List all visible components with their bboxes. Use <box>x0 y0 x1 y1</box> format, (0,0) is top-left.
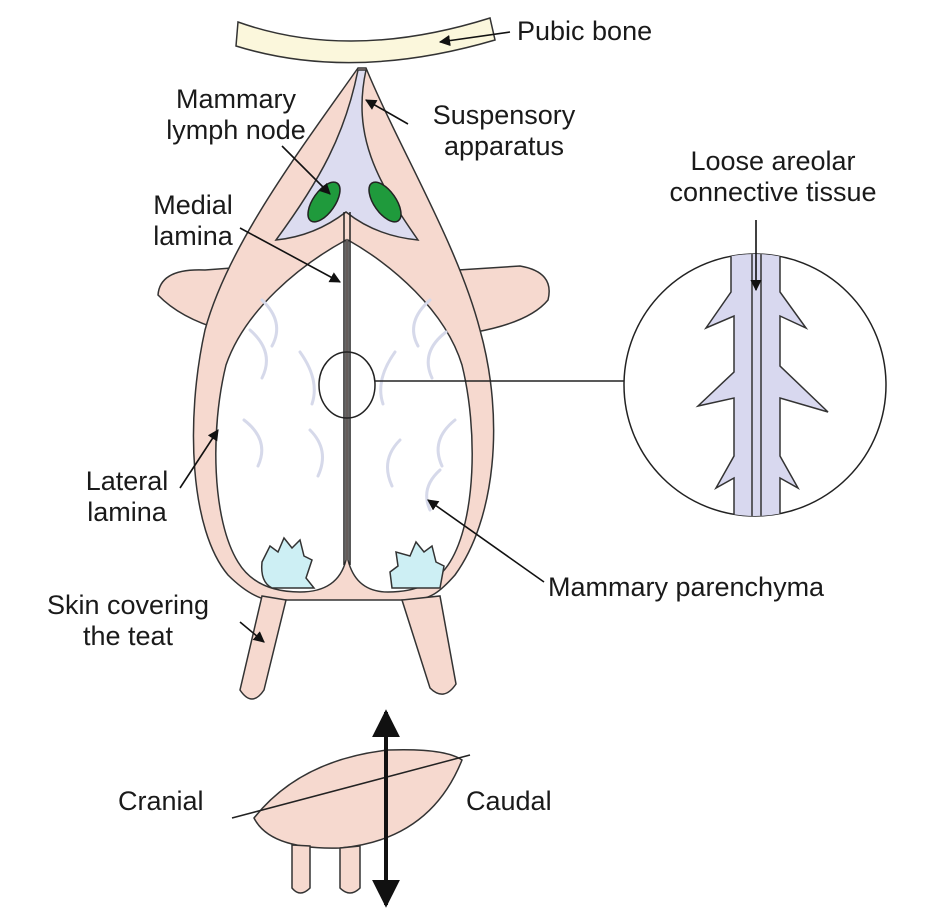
label-mammary-parenchyma: Mammary parenchyma <box>548 572 824 603</box>
label-caudal: Caudal <box>466 786 552 817</box>
label-mammary-lymph-node: Mammary lymph node <box>145 84 327 146</box>
label-skin-covering-the-teat: Skin covering the teat <box>10 590 246 652</box>
label-lateral-lamina: Lateral lamina <box>62 466 192 528</box>
label-pubic-bone: Pubic bone <box>517 16 652 47</box>
label-loose-areolar-connective-tissue: Loose areolar connective tissue <box>640 146 906 208</box>
magnified-view <box>624 240 886 530</box>
label-suspensory-apparatus: Suspensory apparatus <box>404 100 604 162</box>
label-medial-lamina: Medial lamina <box>128 190 258 252</box>
teats <box>240 596 456 699</box>
label-cranial: Cranial <box>118 786 204 817</box>
orientation-inset <box>232 712 470 905</box>
